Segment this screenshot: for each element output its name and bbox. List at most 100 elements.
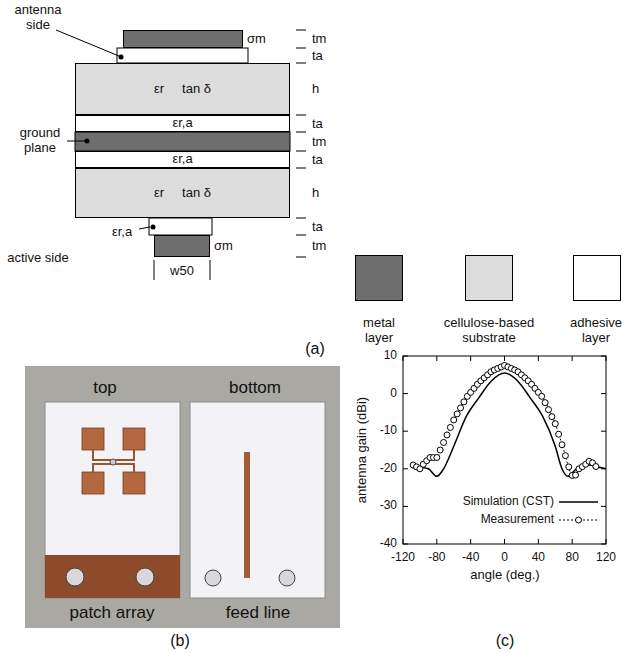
mount-hole bbox=[66, 568, 84, 586]
simulation-curve bbox=[411, 373, 606, 476]
patch bbox=[82, 428, 104, 450]
metal-layer: σm bbox=[123, 30, 243, 48]
dimension-label: ta bbox=[312, 219, 323, 234]
dimension-label: tm bbox=[312, 134, 326, 149]
metal-layer: σm bbox=[154, 235, 210, 257]
measurement-marker bbox=[454, 411, 460, 417]
axis-tick bbox=[403, 356, 408, 357]
axis-tick bbox=[572, 356, 573, 361]
tick-label: -20 bbox=[380, 462, 397, 476]
tick-label: -80 bbox=[428, 551, 445, 565]
legend-line-sample bbox=[559, 501, 598, 503]
tick-label: 10 bbox=[384, 349, 397, 363]
axis-tick bbox=[470, 539, 471, 544]
tick-label: 0 bbox=[501, 551, 508, 565]
tick-label: -40 bbox=[462, 551, 479, 565]
patch bbox=[82, 472, 104, 494]
legend-marker-sample bbox=[576, 517, 582, 523]
tick-label: 0 bbox=[390, 387, 397, 401]
measurement-marker bbox=[461, 399, 467, 405]
measurement-marker bbox=[552, 421, 558, 427]
axis-tick bbox=[606, 356, 607, 361]
axis-tick bbox=[601, 393, 606, 394]
measurement-marker bbox=[441, 439, 447, 445]
axis-tick bbox=[403, 544, 408, 545]
tick-label: -10 bbox=[380, 424, 397, 438]
dimension-label: ta bbox=[312, 152, 323, 167]
side-label: ground plane bbox=[10, 126, 70, 156]
axis-title: angle (deg.) bbox=[470, 568, 539, 583]
tick-label: -40 bbox=[380, 537, 397, 551]
material-label: εr bbox=[154, 186, 164, 200]
material-label: tan δ bbox=[182, 186, 211, 200]
bottom-adhesive bbox=[149, 218, 212, 235]
dimension-tick bbox=[296, 168, 306, 169]
width-tick bbox=[154, 260, 155, 280]
via bbox=[110, 459, 116, 465]
measurement-marker bbox=[447, 424, 453, 430]
dimension-label: h bbox=[312, 186, 319, 201]
measurement-marker bbox=[573, 472, 579, 478]
measurement-curve bbox=[413, 365, 597, 478]
dimension-tick bbox=[296, 115, 306, 116]
photo-background bbox=[25, 366, 340, 628]
panel-label: (b) bbox=[170, 632, 190, 650]
measurement-marker bbox=[562, 453, 568, 459]
adhesive-layer: εr,a bbox=[75, 151, 290, 168]
dimension-tick bbox=[296, 48, 306, 49]
layer-dot bbox=[119, 55, 124, 60]
measurement-marker bbox=[545, 407, 551, 413]
adhesive-layer: εr,a bbox=[75, 115, 290, 132]
dimension-label: tm bbox=[312, 239, 326, 254]
copper-strip bbox=[45, 555, 180, 598]
tick-label: -120 bbox=[391, 551, 415, 565]
legend-text: metal layer bbox=[354, 316, 404, 346]
legend-swatch bbox=[465, 255, 513, 301]
material-label: εr bbox=[154, 82, 164, 96]
substrate-layer: εr tan δ bbox=[75, 168, 290, 218]
axis-tick bbox=[403, 468, 408, 469]
panel-label: (a) bbox=[305, 340, 325, 358]
dimension-tick bbox=[296, 235, 306, 236]
photo-label: bottom bbox=[229, 378, 281, 398]
axis-tick bbox=[572, 539, 573, 544]
material-label: εr,a bbox=[172, 152, 192, 166]
substrate-layer: εr tan δ bbox=[75, 63, 290, 115]
axis-tick bbox=[606, 539, 607, 544]
measurement-marker bbox=[444, 432, 450, 438]
panel-label: (c) bbox=[496, 632, 515, 650]
legend-swatch bbox=[355, 255, 403, 301]
photo-label: feed line bbox=[226, 603, 290, 623]
measurement-marker bbox=[437, 447, 443, 453]
measurement-marker bbox=[539, 393, 545, 399]
mount-hole bbox=[136, 568, 154, 586]
tick-label: 120 bbox=[596, 551, 616, 565]
dimension-tick bbox=[296, 63, 306, 64]
side-label: active side bbox=[6, 251, 70, 266]
mount-hole bbox=[279, 570, 295, 586]
axis-tick bbox=[403, 506, 408, 507]
layer-dot bbox=[85, 139, 90, 144]
axis-tick bbox=[601, 431, 606, 432]
measurement-marker bbox=[593, 464, 599, 470]
axis-tick bbox=[436, 539, 437, 544]
patch bbox=[123, 472, 145, 494]
axis-title: antenna gain (dBi) bbox=[355, 397, 370, 503]
width-tick bbox=[210, 260, 211, 280]
legend-text: Simulation (CST) bbox=[463, 495, 554, 509]
axis-tick bbox=[436, 356, 437, 361]
conductivity-label: σm bbox=[247, 32, 266, 46]
leader-line bbox=[56, 30, 119, 56]
material-label: tan δ bbox=[182, 82, 211, 96]
board-bottom bbox=[190, 402, 325, 598]
measurement-marker bbox=[451, 417, 457, 423]
axis-tick bbox=[538, 539, 539, 544]
axis-tick bbox=[403, 356, 404, 361]
top-adhesive bbox=[117, 48, 248, 63]
dimension-label: tm bbox=[312, 32, 326, 47]
photo-label: patch array bbox=[69, 603, 154, 623]
layer-dot bbox=[151, 225, 156, 230]
chart-layer bbox=[403, 356, 606, 544]
feed-network bbox=[93, 450, 134, 472]
